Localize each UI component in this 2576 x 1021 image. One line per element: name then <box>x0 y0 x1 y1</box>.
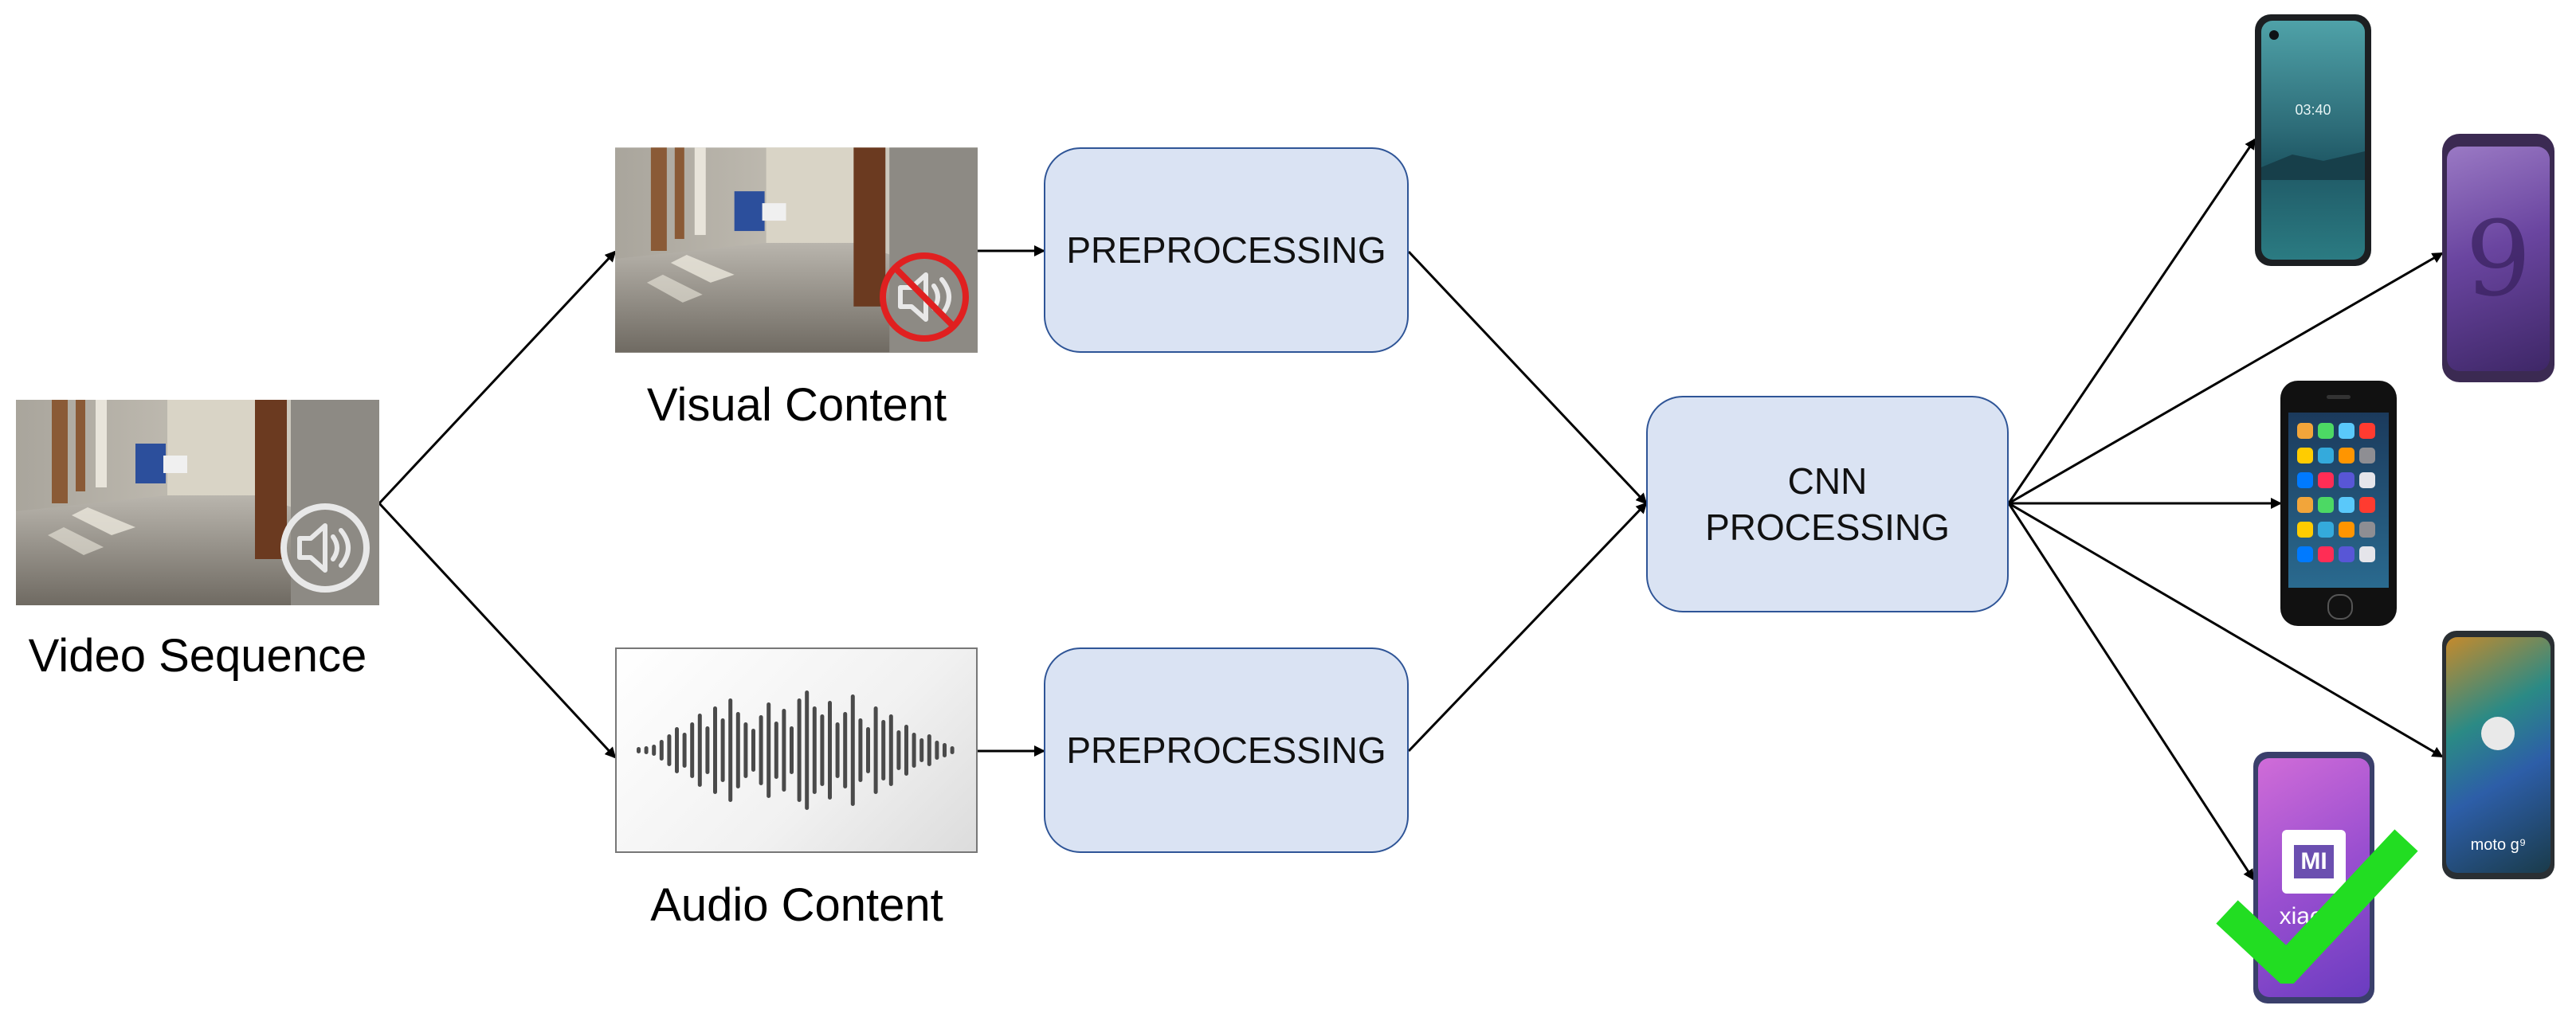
moto-label: moto g⁹ <box>2470 836 2527 854</box>
arrow-cnn-to-moto <box>2008 502 2444 758</box>
samsung-nine-mark: 9 <box>2465 198 2531 319</box>
cnn-processing-block: CNN PROCESSING <box>1646 396 2009 612</box>
visual-content-thumbnail <box>615 147 978 353</box>
arrow-preproc-to-cnn-bottom <box>1407 502 1648 753</box>
video-thumbnail <box>16 400 379 605</box>
phone-motorola: moto g⁹ <box>2442 631 2554 879</box>
arrow-cnn-to-xiaomi <box>2007 503 2255 881</box>
muted-speaker-icon <box>880 252 969 342</box>
phone-nokia: 03:40 <box>2255 14 2371 266</box>
video-sequence-label: Video Sequence <box>28 630 367 682</box>
speaker-icon <box>280 503 370 593</box>
xiaomi-logo: MI <box>2294 845 2334 878</box>
visual-content-label: Visual Content <box>646 379 947 431</box>
audio-content-thumbnail <box>615 647 978 853</box>
arrow-video-to-audio <box>378 502 617 759</box>
preprocessing-block-audio: PREPROCESSING <box>1044 647 1409 853</box>
preprocessing-block-visual: PREPROCESSING <box>1044 147 1409 353</box>
audio-content-label: Audio Content <box>650 879 943 931</box>
arrow-cnn-to-samsung <box>2008 252 2444 505</box>
phone-iphone <box>2280 381 2397 626</box>
phone-samsung: 9 <box>2442 134 2554 382</box>
arrow-video-to-visual <box>378 250 617 505</box>
nokia-clock: 03:40 <box>2295 102 2331 118</box>
arrow-preproc-to-cnn-top <box>1407 250 1648 505</box>
waveform-icon <box>637 690 955 810</box>
arrow-cnn-to-nokia <box>2007 138 2256 504</box>
checkmark-icon <box>2216 829 2418 984</box>
